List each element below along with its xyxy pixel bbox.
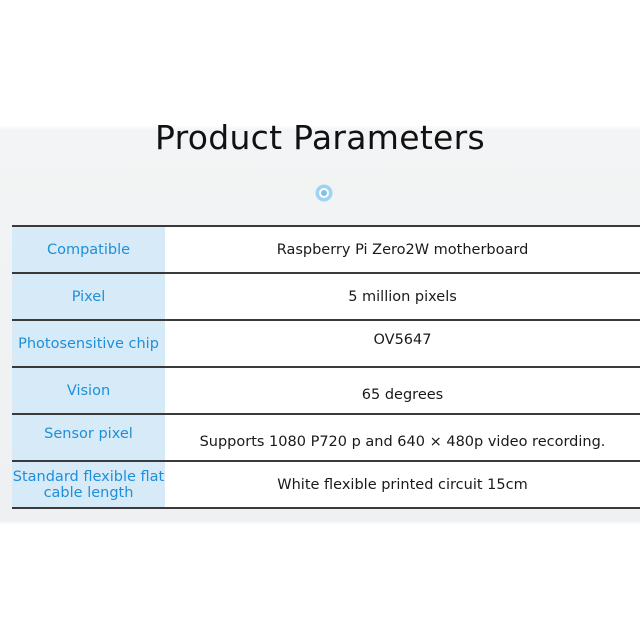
table-row: Sensor pixel Supports 1080 P720 p and 64…	[12, 413, 640, 461]
row-value: White flexible printed circuit 15cm	[165, 460, 640, 509]
row-value: 5 million pixels	[165, 272, 640, 320]
table-row: Photosensitive chip OV5647	[12, 319, 640, 367]
row-label: Pixel	[12, 272, 165, 320]
table-row: Standard flexible flat cable length Whit…	[12, 460, 640, 509]
table-row: Vision 65 degrees	[12, 366, 640, 414]
row-value: 65 degrees	[165, 366, 640, 414]
camera-lens-icon	[315, 184, 333, 202]
row-label: Photosensitive chip	[12, 319, 165, 367]
row-label: Sensor pixel	[12, 413, 165, 461]
row-value: Raspberry Pi Zero2W motherboard	[165, 225, 640, 273]
table-row: Compatible Raspberry Pi Zero2W motherboa…	[12, 225, 640, 273]
page-title: Product Parameters	[154, 118, 486, 157]
row-label: Vision	[12, 366, 165, 414]
parameters-table: Compatible Raspberry Pi Zero2W motherboa…	[12, 225, 640, 509]
row-value: Supports 1080 P720 p and 640 × 480p vide…	[165, 413, 640, 461]
row-label: Standard flexible flat cable length	[12, 460, 165, 509]
row-label: Compatible	[12, 225, 165, 273]
row-value: OV5647	[165, 319, 640, 367]
table-row: Pixel 5 million pixels	[12, 272, 640, 320]
